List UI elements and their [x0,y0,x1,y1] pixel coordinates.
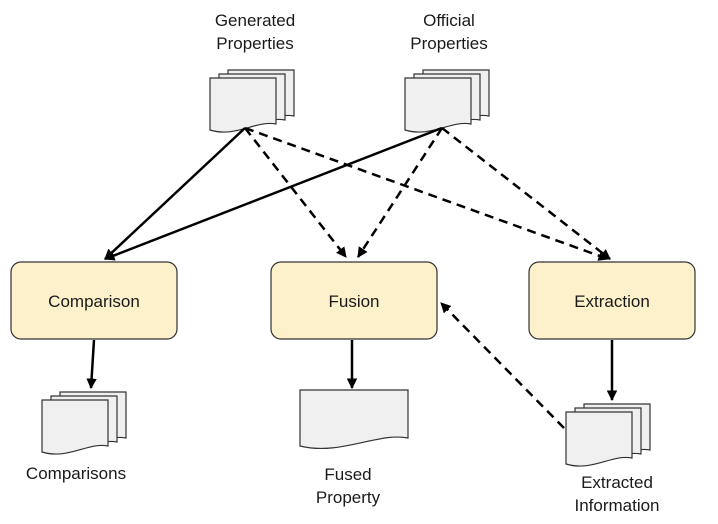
comparisons-docs [41,391,127,455]
extraction-label: Extraction [574,292,650,311]
generated-properties-label-line2: Properties [216,34,293,53]
extraction-process: Extraction [528,261,696,340]
fused-property-label-line2: Property [316,488,381,507]
arrow-official-to-fusion [356,127,444,258]
comparison-label: Comparison [48,292,140,311]
arrow-generated-to-extraction [244,126,609,261]
extraction-box [528,261,696,340]
fused-property-label-line1: Fused [324,465,371,484]
arrow-official-to-comparison [104,126,443,261]
official-properties-label-line2: Properties [410,34,487,53]
generated-properties-label-line1: Generated [215,11,295,30]
official-properties-label-line1: Official [423,11,475,30]
arrow-official-to-extraction [441,127,611,260]
fused-property-doc [299,389,409,450]
generated-properties-docs [209,69,295,133]
arrow-comparison-to-comparisons [86,339,97,390]
extracted-information-label-line2: Information [574,496,659,515]
arrow-generated-to-comparison [104,127,246,260]
fusion-process: Fusion [270,261,438,340]
official-properties-docs [404,69,490,133]
extracted-information-label-line1: Extracted [581,473,653,492]
comparison-box [10,261,178,340]
extracted-information-docs [565,403,651,467]
fusion-box [270,261,438,340]
arrow-generated-to-fusion [244,127,347,258]
comparisons-label: Comparisons [26,464,126,483]
fusion-label: Fusion [328,292,379,311]
comparison-process: Comparison [10,261,178,340]
